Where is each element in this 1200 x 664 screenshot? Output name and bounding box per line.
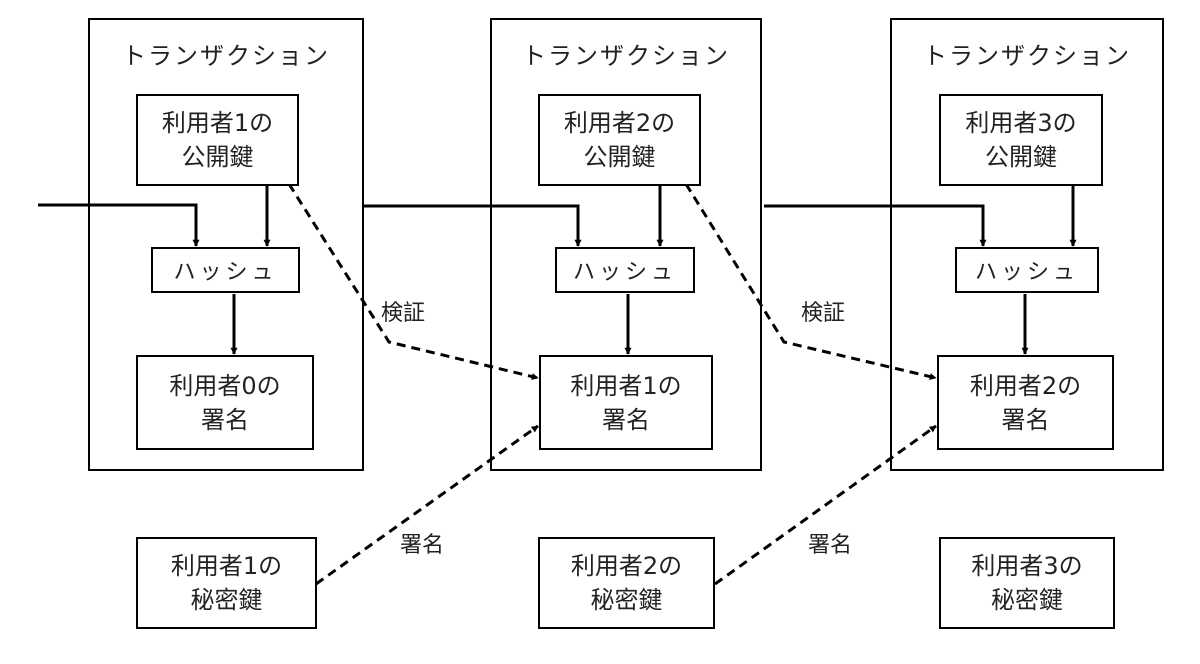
public-key-label: 公開鍵 bbox=[985, 143, 1057, 171]
private-key-box-1: 利用者1の 秘密鍵 bbox=[136, 537, 317, 629]
public-key-box-2: 利用者2の 公開鍵 bbox=[538, 94, 701, 186]
hash-label: ハッシュ bbox=[572, 260, 677, 285]
private-key-owner: 利用者2の bbox=[570, 552, 683, 580]
public-key-label: 公開鍵 bbox=[583, 143, 656, 171]
public-key-owner: 利用者2の bbox=[563, 109, 676, 137]
signature-owner: 利用者2の bbox=[969, 371, 1082, 400]
hash-box-2: ハッシュ bbox=[555, 247, 695, 293]
verify-label-2: 検証 bbox=[801, 301, 846, 326]
signature-box-1: 利用者0の 署名 bbox=[136, 355, 314, 450]
private-key-owner: 利用者3の bbox=[971, 552, 1083, 580]
private-key-label: 秘密鍵 bbox=[590, 586, 663, 614]
public-key-box-3: 利用者3の 公開鍵 bbox=[939, 94, 1103, 186]
private-key-box-2: 利用者2の 秘密鍵 bbox=[538, 537, 715, 629]
hash-box-3: ハッシュ bbox=[955, 247, 1099, 293]
signature-box-3: 利用者2の 署名 bbox=[937, 355, 1114, 450]
signature-label: 署名 bbox=[602, 405, 650, 434]
verify-arrow-1 bbox=[287, 183, 539, 380]
signature-label: 署名 bbox=[1001, 405, 1050, 434]
private-key-box-3: 利用者3の 秘密鍵 bbox=[939, 537, 1115, 629]
hash-box-1: ハッシュ bbox=[151, 247, 300, 293]
sign-label-1: 署名 bbox=[400, 533, 445, 558]
public-key-owner: 利用者1の bbox=[161, 109, 274, 137]
private-key-owner: 利用者1の bbox=[170, 552, 283, 580]
transaction-title: トランザクション bbox=[522, 42, 730, 70]
signature-owner: 利用者0の bbox=[169, 371, 281, 400]
signature-label: 署名 bbox=[201, 405, 249, 434]
verify-arrow-2 bbox=[684, 183, 937, 380]
private-key-label: 秘密鍵 bbox=[991, 586, 1063, 614]
sign-arrow-1 bbox=[315, 424, 539, 586]
transaction-box-1: トランザクション bbox=[88, 18, 364, 471]
verify-label-1: 検証 bbox=[381, 301, 426, 326]
transaction-title: トランザクション bbox=[923, 42, 1131, 70]
signature-owner: 利用者1の bbox=[570, 371, 682, 400]
chain-arrow-into-hash-2 bbox=[362, 204, 582, 247]
chain-arrow-into-hash-3 bbox=[764, 204, 987, 247]
transaction-box-3: トランザクション bbox=[890, 18, 1164, 471]
transaction-title: トランザクション bbox=[122, 42, 330, 70]
signature-box-2: 利用者1の 署名 bbox=[539, 355, 713, 450]
sign-arrow-2 bbox=[714, 424, 937, 586]
sign-label-2: 署名 bbox=[808, 533, 853, 558]
public-key-box-1: 利用者1の 公開鍵 bbox=[136, 94, 299, 186]
private-key-label: 秘密鍵 bbox=[190, 586, 263, 614]
hash-label: ハッシュ bbox=[173, 260, 278, 285]
chain-arrow-into-hash-1 bbox=[38, 203, 200, 247]
public-key-label: 公開鍵 bbox=[181, 143, 254, 171]
transaction-box-2: トランザクション bbox=[490, 18, 762, 471]
public-key-owner: 利用者3の bbox=[965, 109, 1077, 137]
hash-label: ハッシュ bbox=[974, 260, 1079, 285]
